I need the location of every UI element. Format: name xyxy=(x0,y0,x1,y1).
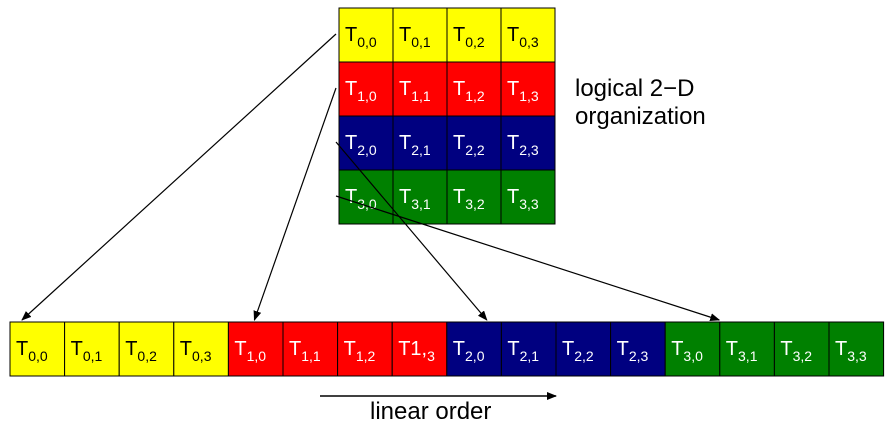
linear-cell-15-bg xyxy=(828,321,885,377)
organization-label: logical 2−D organization xyxy=(575,75,706,131)
linear-cell-2: T0,2 xyxy=(118,321,175,377)
linear-cell-4: T1,0 xyxy=(227,321,284,377)
linear-cell-9: T2,1 xyxy=(500,321,557,377)
organization-label-line2: organization xyxy=(575,103,706,130)
linear-cell-3-bg xyxy=(173,321,229,377)
grid-cell-3-1: T3,1 xyxy=(392,169,448,225)
logical-2d-grid: T0,0 T0,1 T0,2 T0,3T1,0 T1,1 T1,2 T1,3T2,0 T2,1… xyxy=(338,7,556,225)
linear-cell-13: T3,1 xyxy=(719,321,775,377)
linear-cell-12: T3,0 xyxy=(664,321,721,377)
linear-cell-11-label: T2,3 xyxy=(617,338,649,364)
linear-cell-0: T0,0 xyxy=(9,321,66,377)
linear-cell-2-label: T0,2 xyxy=(125,338,157,364)
grid-cell-0-2: T0,2 xyxy=(446,7,502,63)
grid-cell-1-0: T1,0 xyxy=(338,61,394,117)
grid-cell-3-3-label: T3,3 xyxy=(507,186,539,212)
grid-cell-3-2-label: T3,2 xyxy=(453,186,485,212)
grid-cell-0-3: T0,3 xyxy=(500,7,556,63)
grid-cell-0-0-label: T0,0 xyxy=(345,24,377,50)
grid-cell-1-1: T1,1 xyxy=(392,61,448,117)
grid-cell-2-0-label: T2,0 xyxy=(345,132,377,158)
grid-cell-1-2-label: T1,2 xyxy=(453,78,485,104)
grid-cell-2-3: T2,3 xyxy=(500,115,556,171)
linear-cell-15-label: T3,3 xyxy=(835,338,867,364)
mapping-arrow-row-3 xyxy=(335,195,721,322)
grid-cell-2-1-label: T2,1 xyxy=(399,132,431,158)
grid-cell-1-3: T1,3 xyxy=(500,61,556,117)
grid-cell-0-2-label: T0,2 xyxy=(453,24,485,50)
linear-cell-8-bg xyxy=(446,321,502,377)
linear-cell-8: T2,0 xyxy=(446,321,502,377)
linear-cell-10-bg xyxy=(555,321,612,377)
linear-cell-0-bg xyxy=(9,321,66,377)
grid-cell-2-2: T2,2 xyxy=(446,115,502,171)
linear-cell-5: T1,1 xyxy=(282,321,339,377)
linear-cell-2-bg xyxy=(118,321,175,377)
grid-cell-0-1: T0,1 xyxy=(392,7,448,63)
organization-label-line1: logical 2−D xyxy=(575,75,695,102)
grid-cell-2-1: T2,1 xyxy=(392,115,448,171)
grid-cell-3-3-bg xyxy=(500,169,556,225)
linear-cell-10: T2,2 xyxy=(555,321,612,377)
linear-array: T0,0 T0,1 T0,2 T0,3 T1,0 T1,1 T1,2 T1,3 T2,0 T2,1… xyxy=(9,321,885,377)
grid-cell-2-3-label: T2,3 xyxy=(507,132,539,158)
linear-cell-5-label: T1,1 xyxy=(289,338,321,364)
grid-cell-3-1-label: T3,1 xyxy=(399,186,431,212)
linear-cell-6: T1,2 xyxy=(337,321,393,377)
grid-cell-3-2: T3,2 xyxy=(446,169,502,225)
grid-cell-3-3: T3,3 xyxy=(500,169,556,225)
grid-cell-2-2-label: T2,2 xyxy=(453,132,485,158)
grid-cell-0-0-bg xyxy=(338,7,394,63)
linear-order-label: linear order xyxy=(370,398,492,425)
mapping-arrow-row-0 xyxy=(21,33,337,321)
grid-cell-2-0: T2,0 xyxy=(338,115,394,171)
linear-cell-14-bg xyxy=(773,321,830,377)
linear-cell-9-label: T2,1 xyxy=(507,338,539,364)
grid-cell-2-2-bg xyxy=(446,115,502,171)
grid-cell-0-3-label: T0,3 xyxy=(507,24,539,50)
grid-cell-2-3-bg xyxy=(500,115,556,171)
linear-cell-7-label: T1,3 xyxy=(398,338,435,364)
linear-cell-3-label: T0,3 xyxy=(180,338,212,364)
linear-cell-1-label: T0,1 xyxy=(71,338,103,364)
linear-cell-11-bg xyxy=(610,321,666,377)
grid-cell-1-0-label: T1,0 xyxy=(345,78,377,104)
linear-cell-4-bg xyxy=(227,321,284,377)
linear-cell-14-label: T3,2 xyxy=(780,338,812,364)
linear-cell-4-label: T1,0 xyxy=(234,338,266,364)
mapping-arrow-row-1 xyxy=(253,87,337,321)
linear-cell-15: T3,3 xyxy=(828,321,885,377)
linear-cell-13-label: T3,1 xyxy=(726,338,758,364)
linear-cell-8-label: T2,0 xyxy=(453,338,485,364)
mapping-arrow-row-2 xyxy=(335,141,488,321)
linear-cell-0-label: T0,0 xyxy=(16,338,48,364)
linear-cell-11: T2,3 xyxy=(610,321,666,377)
linear-cell-6-label: T1,2 xyxy=(344,338,376,364)
mapping-arrows xyxy=(21,33,721,322)
linear-cell-7: T1,3 xyxy=(391,321,448,377)
linear-cell-6-bg xyxy=(337,321,393,377)
grid-cell-0-2-bg xyxy=(446,7,502,63)
grid-cell-0-0: T0,0 xyxy=(338,7,394,63)
grid-cell-1-1-bg xyxy=(392,61,448,117)
grid-cell-1-0-bg xyxy=(338,61,394,117)
linear-cell-7-bg xyxy=(391,321,448,377)
linear-cell-1: T0,1 xyxy=(64,321,120,377)
grid-cell-1-2: T1,2 xyxy=(446,61,502,117)
linear-cell-12-label: T3,0 xyxy=(671,338,703,364)
linear-cell-14: T3,2 xyxy=(773,321,830,377)
grid-cell-0-3-bg xyxy=(500,7,556,63)
grid-cell-1-3-label: T1,3 xyxy=(507,78,539,104)
grid-cell-0-1-label: T0,1 xyxy=(399,24,431,50)
grid-cell-1-3-bg xyxy=(500,61,556,117)
linear-cell-10-label: T2,2 xyxy=(562,338,594,364)
linear-cell-3: T0,3 xyxy=(173,321,229,377)
linear-cell-9-bg xyxy=(500,321,557,377)
grid-cell-1-1-label: T1,1 xyxy=(399,78,431,104)
